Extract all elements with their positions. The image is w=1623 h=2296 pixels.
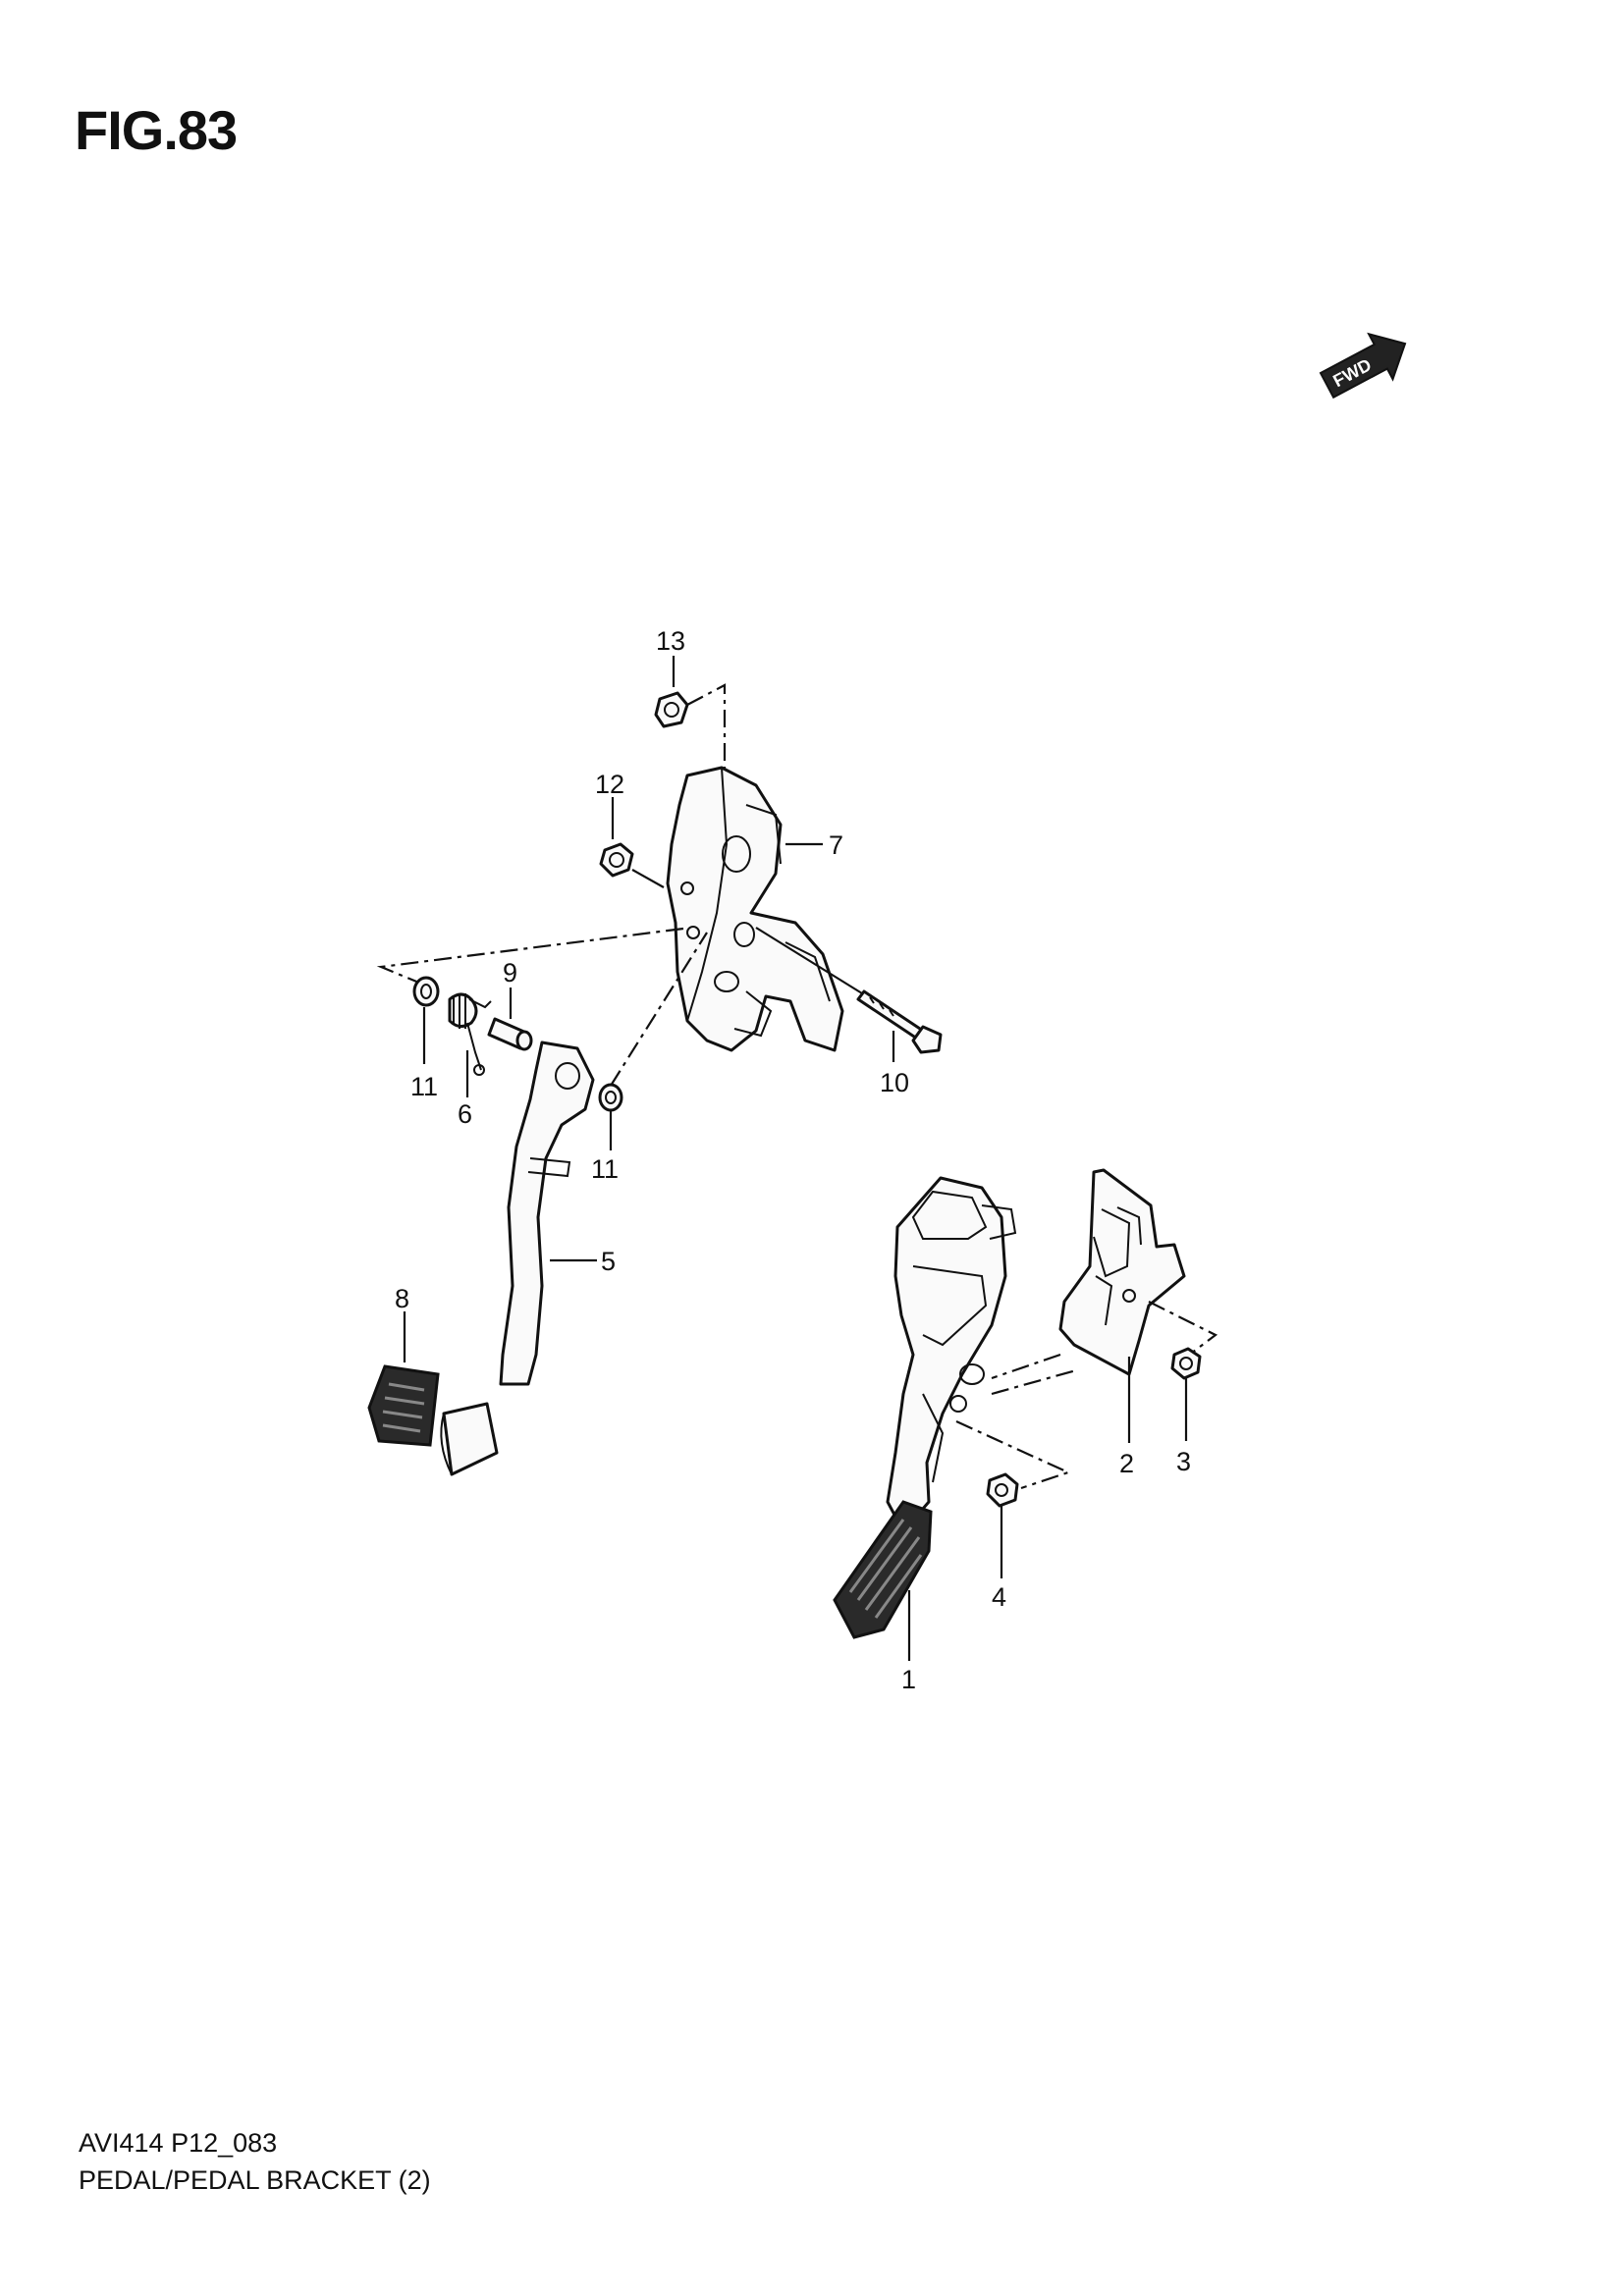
figure-title: FIG.83 bbox=[75, 99, 238, 161]
part-2-accelerator-bracket bbox=[1058, 1168, 1186, 1376]
part-4-nut bbox=[986, 1472, 1019, 1508]
callout-11-right: 11 bbox=[591, 1154, 619, 1184]
callout-7: 7 bbox=[829, 830, 843, 860]
callout-3: 3 bbox=[1176, 1447, 1191, 1476]
part-3-nut bbox=[1170, 1347, 1202, 1380]
part-10-bolt bbox=[856, 989, 943, 1054]
part-6-return-spring bbox=[448, 992, 492, 1076]
fwd-arrow-icon: FWD bbox=[1319, 332, 1407, 400]
callout-4: 4 bbox=[992, 1582, 1006, 1612]
part-12-nut bbox=[599, 842, 634, 878]
footer-description: PEDAL/PEDAL BRACKET (2) bbox=[79, 2165, 431, 2195]
part-13-nut bbox=[654, 691, 689, 728]
callout-1: 1 bbox=[901, 1665, 916, 1694]
part-5-pedal-arm bbox=[440, 1041, 595, 1476]
callout-6: 6 bbox=[458, 1099, 472, 1129]
callout-13: 13 bbox=[656, 626, 685, 656]
part-8-pedal-pad bbox=[367, 1364, 440, 1447]
callout-8: 8 bbox=[395, 1284, 409, 1313]
callout-9: 9 bbox=[503, 958, 517, 988]
callout-12: 12 bbox=[595, 770, 624, 799]
callout-10: 10 bbox=[880, 1068, 909, 1097]
part-9-pivot-pin bbox=[487, 1017, 533, 1051]
part-11-bushing-left bbox=[412, 976, 440, 1007]
callout-11-left: 11 bbox=[410, 1072, 438, 1101]
callout-5: 5 bbox=[601, 1247, 616, 1276]
callout-2: 2 bbox=[1119, 1449, 1134, 1478]
part-1-accelerator-pedal bbox=[833, 1176, 1017, 1639]
part-11-bushing-right bbox=[598, 1083, 623, 1112]
part-7-pedal-bracket bbox=[666, 766, 844, 1052]
footer-figure-code: AVI414 P12_083 bbox=[79, 2128, 278, 2158]
